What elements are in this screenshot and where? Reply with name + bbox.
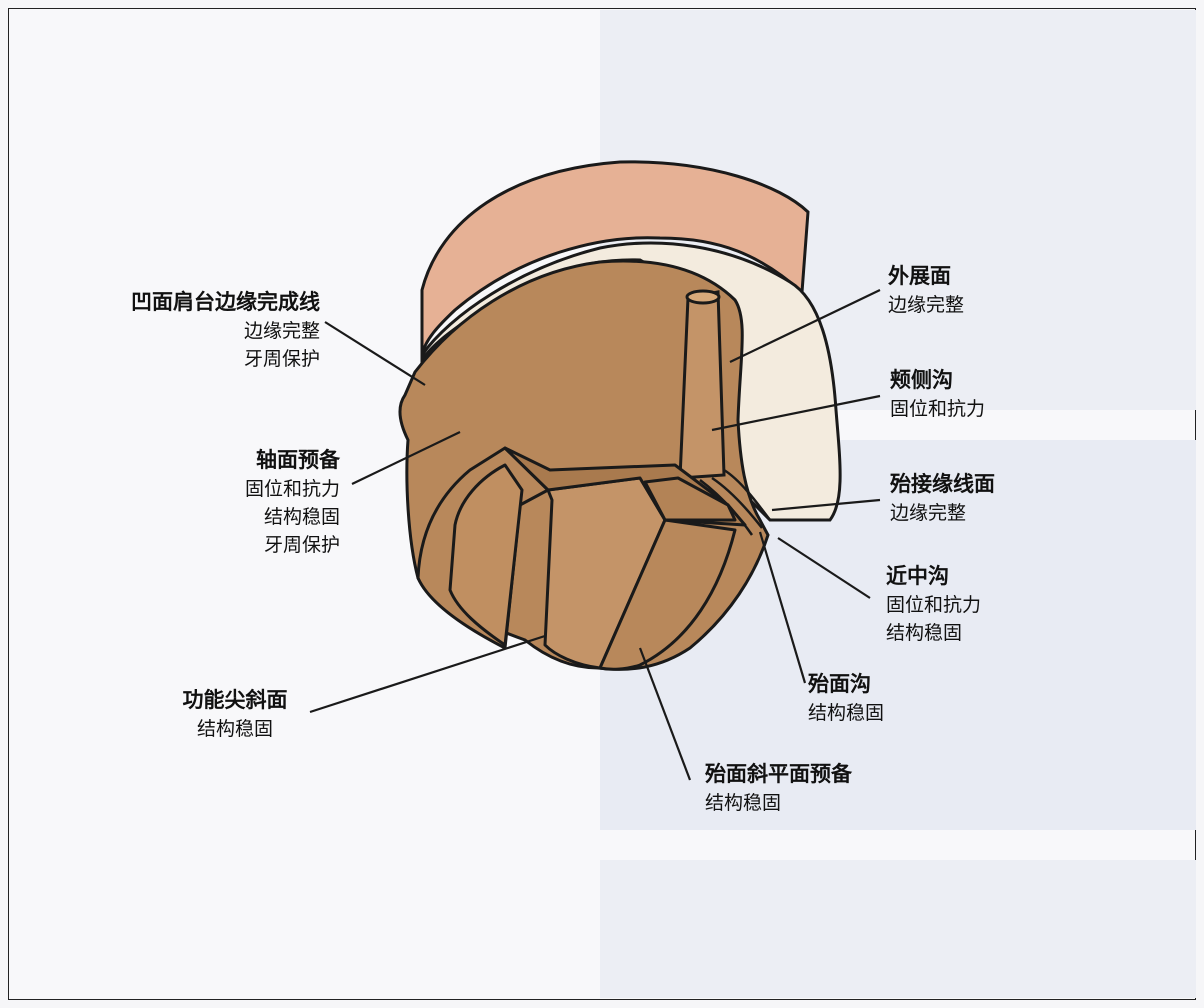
label-line: 边缘完整 (890, 504, 995, 523)
label-title: 凹面肩台边缘完成线 (40, 292, 320, 313)
label-line: 边缘完整 (888, 296, 964, 315)
label-title: 外展面 (888, 266, 964, 287)
label-line: 固位和抗力 (890, 400, 985, 419)
label-line: 边缘完整 (40, 322, 320, 341)
label-line: 结构稳固 (886, 624, 981, 643)
label-title: 颊侧沟 (890, 370, 985, 391)
label-occlusal-bevel: 殆面斜平面预备 结构稳固 (705, 764, 852, 813)
label-occlusal-margin: 殆接缘线面 边缘完整 (890, 474, 995, 523)
label-buccal-groove: 颊侧沟 固位和抗力 (890, 370, 985, 419)
label-title: 殆面沟 (808, 674, 884, 695)
label-line: 结构稳固 (190, 508, 340, 527)
label-axial: 轴面预备 固位和抗力 结构稳固 牙周保护 (190, 450, 340, 555)
label-line: 结构稳固 (705, 794, 852, 813)
label-line: 牙周保护 (40, 350, 320, 369)
leader-occlusal-bevel (640, 648, 690, 780)
label-title: 殆接缘线面 (890, 474, 995, 495)
label-concave-shoulder: 凹面肩台边缘完成线 边缘完整 牙周保护 (40, 292, 320, 369)
label-line: 固位和抗力 (190, 480, 340, 499)
leader-occlusal-groove (760, 532, 805, 683)
label-flare: 外展面 边缘完整 (888, 266, 964, 315)
label-title: 近中沟 (886, 566, 981, 587)
label-title: 功能尖斜面 (160, 690, 310, 711)
label-line: 结构稳固 (808, 704, 884, 723)
buccal-groove-top (687, 291, 719, 303)
label-functional-cusp: 功能尖斜面 结构稳固 (160, 690, 310, 739)
label-title: 殆面斜平面预备 (705, 764, 852, 785)
label-occlusal-groove: 殆面沟 结构稳固 (808, 674, 884, 723)
buccal-groove-post (680, 292, 724, 478)
leader-functional-cusp (310, 636, 545, 712)
label-line: 结构稳固 (160, 720, 310, 739)
label-mesial-groove: 近中沟 固位和抗力 结构稳固 (886, 566, 981, 643)
label-line: 牙周保护 (190, 536, 340, 555)
label-title: 轴面预备 (190, 450, 340, 471)
leader-mesial-groove (778, 538, 870, 598)
leader-concave-shoulder (325, 322, 425, 385)
label-line: 固位和抗力 (886, 596, 981, 615)
